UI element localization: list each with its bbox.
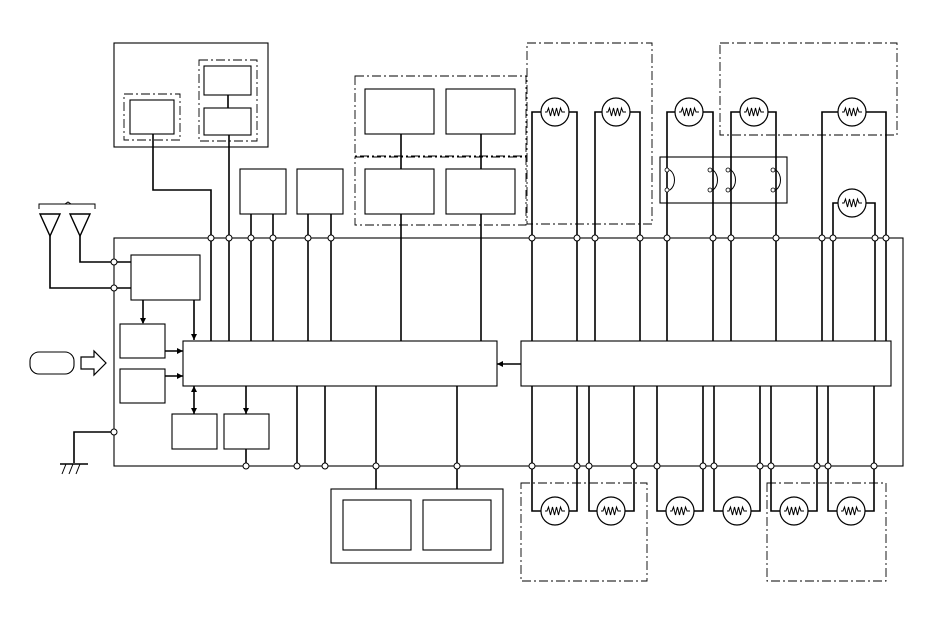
resistor-icon (596, 496, 626, 526)
panel-block-2 (422, 499, 492, 551)
remote-key-icon (29, 351, 75, 375)
lamp-group-bottom-right-frame (766, 482, 887, 582)
display-unit-dashed-frame-left (123, 93, 181, 141)
resistor-icon (540, 97, 570, 127)
switch-block-1 (239, 168, 287, 215)
resistor-icon (739, 97, 769, 127)
ground-icon (60, 431, 114, 475)
connector-pin-box (659, 156, 788, 204)
display-unit-box (113, 42, 269, 148)
bottom-lamp-wires (531, 386, 875, 512)
resistor-icon (779, 496, 809, 526)
meter-block-1 (364, 88, 435, 135)
driver-block (520, 340, 892, 387)
tuner-block (130, 254, 201, 301)
connector-pin-icon (725, 167, 736, 193)
panel-module-box (330, 488, 504, 564)
resistor-icon (837, 97, 867, 127)
connector-pin-icon (664, 167, 675, 193)
input-block-2 (119, 368, 166, 404)
resistor-icon (601, 97, 631, 127)
top-lamp-wires (531, 111, 887, 341)
display-unit-block-c (203, 107, 252, 136)
input-block-1 (119, 323, 166, 359)
connector-pin-icon (770, 167, 781, 193)
antenna-icon (38, 201, 96, 238)
memory-block-2 (223, 413, 270, 450)
lamp-group-bottom-left-frame (520, 482, 648, 582)
resistor-icon (540, 496, 570, 526)
junction-points-bottom (242, 462, 878, 470)
meter-block-4 (445, 168, 516, 215)
display-unit-block-b (203, 65, 252, 96)
lamp-group-top-left-frame (526, 42, 653, 225)
lamp-group-top-right-frame (719, 42, 898, 136)
panel-block-1 (342, 499, 412, 551)
resistor-icon (836, 496, 866, 526)
block-arrow-icon (80, 349, 107, 377)
antenna-wire-b (79, 236, 114, 263)
display-unit-dashed-frame-right (198, 59, 258, 142)
connector-pin-icon (707, 167, 718, 193)
display-unit-block-a (129, 99, 175, 135)
main-controller-block (182, 340, 498, 387)
junction-points-top (207, 234, 890, 242)
antenna-wire-a (49, 236, 114, 289)
switch-block-2 (296, 168, 344, 215)
main-housing (113, 237, 904, 467)
resistor-icon (837, 188, 867, 218)
resistor-icon (722, 496, 752, 526)
meter-block-2 (445, 88, 516, 135)
meter-block-3 (364, 168, 435, 215)
meter-module-dashed-frame-upper (354, 75, 527, 157)
controller-lower-wires (296, 386, 458, 489)
memory-block-1 (171, 413, 218, 450)
resistor-icon (665, 496, 695, 526)
meter-module-dashed-frame-lower (354, 156, 527, 226)
junction-points-left (110, 258, 118, 436)
resistor-icon (674, 97, 704, 127)
